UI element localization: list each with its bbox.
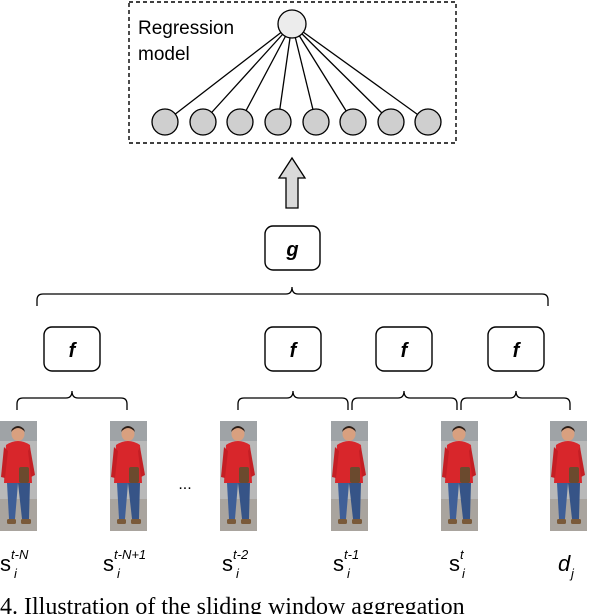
crop-label: st-1: [333, 547, 359, 576]
crop-label-sub: i: [347, 566, 351, 581]
crop-label-sub: i: [462, 566, 466, 581]
pair-brace: [351, 390, 458, 410]
f-label: f: [69, 340, 78, 362]
person-image: [220, 421, 257, 531]
crop-label-sub: i: [117, 566, 121, 581]
input-node: [151, 108, 179, 136]
person-image: [110, 421, 147, 531]
f-function-box: f: [375, 326, 433, 372]
crop-label-sub: j: [569, 566, 575, 581]
up-arrow-icon: [277, 156, 307, 209]
crop-labels: st-N i st-N+1 i st-2 i st-1 i st i d j: [0, 547, 575, 581]
regression-model-box: Regression model: [128, 1, 457, 144]
f-function-box: f: [487, 326, 545, 372]
person-image: [441, 421, 478, 531]
aggregation-brace: [36, 286, 549, 306]
input-node: [414, 108, 442, 136]
input-node: [226, 108, 254, 136]
g-label: g: [285, 239, 298, 261]
input-node: [302, 108, 330, 136]
crop-label: st-2: [222, 547, 249, 576]
g-function-box: g: [264, 225, 321, 271]
input-node: [189, 108, 217, 136]
input-node: [339, 108, 367, 136]
crop-label: st: [449, 547, 465, 576]
crop-label: st-N: [0, 547, 29, 576]
pair-brace: [237, 390, 349, 410]
pair-brace: [460, 390, 571, 410]
model-label-line2: model: [138, 44, 190, 65]
f-function-box: f: [264, 326, 322, 372]
f-label: f: [290, 340, 299, 362]
input-nodes: [151, 108, 442, 136]
input-node: [264, 108, 292, 136]
person-image: [550, 421, 587, 531]
crop-label: d: [558, 551, 571, 576]
person-image: [0, 421, 37, 531]
connection-lines: [164, 23, 429, 123]
crop-label: st-N+1: [103, 547, 146, 576]
ellipsis-text: ...: [178, 476, 191, 493]
model-label-line1: Regression: [138, 18, 234, 39]
person-crops: [0, 421, 587, 531]
f-label: f: [513, 340, 522, 362]
figure-caption: 4. Illustration of the sliding window ag…: [0, 594, 465, 614]
crop-label-sub: i: [14, 566, 18, 581]
pair-braces: [16, 390, 571, 410]
f-label: f: [401, 340, 410, 362]
pair-brace: [16, 390, 128, 410]
f-function-box: f: [43, 326, 101, 372]
output-node: [277, 9, 307, 39]
crop-label-sub: i: [236, 566, 240, 581]
input-node: [377, 108, 405, 136]
person-image: [331, 421, 368, 531]
